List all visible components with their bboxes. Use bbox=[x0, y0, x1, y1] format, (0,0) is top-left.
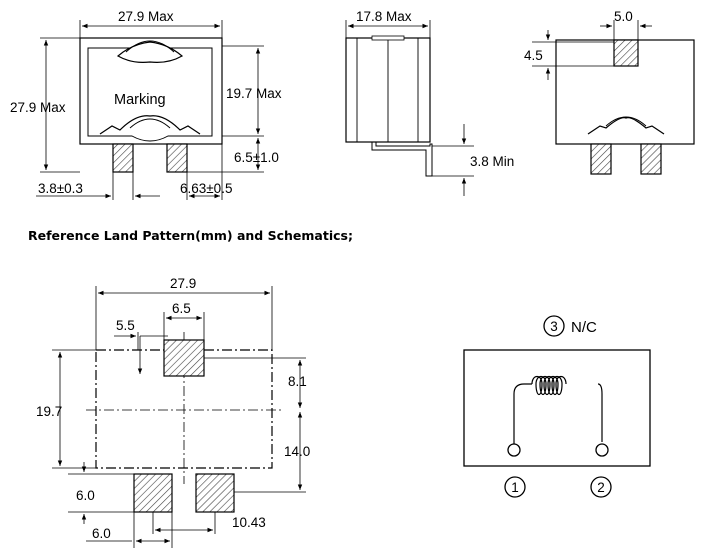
pin-2-circle bbox=[590, 476, 612, 498]
land-top-gap-label: 8.1 bbox=[288, 374, 307, 389]
land-height-label: 19.7 bbox=[36, 404, 62, 419]
top-view-right-pad-label: 6.63±0.5 bbox=[180, 181, 232, 196]
bottom-view-center-tab bbox=[613, 39, 639, 67]
land-pad-width-label: 6.0 bbox=[92, 526, 111, 541]
side-view bbox=[345, 20, 474, 196]
pin-3-number: 3 bbox=[550, 319, 558, 334]
land-pad-pitch-label: 10.43 bbox=[232, 515, 266, 530]
schematic bbox=[463, 315, 651, 498]
top-view-pad-left bbox=[112, 143, 134, 173]
top-view bbox=[36, 20, 264, 200]
side-view-width-label: 17.8 Max bbox=[356, 9, 412, 24]
top-view-inner-height-label: 19.7 Max bbox=[226, 86, 282, 101]
top-view-left-pad-label: 3.8±0.3 bbox=[38, 181, 83, 196]
top-view-clip bbox=[116, 41, 184, 63]
land-pad-spacing-label: 14.0 bbox=[284, 444, 310, 459]
pin-3-label: N/C bbox=[571, 319, 597, 336]
bottom-view-pad-left bbox=[590, 143, 612, 175]
top-view-clip-arc bbox=[125, 40, 175, 53]
inductor-coil bbox=[531, 375, 567, 396]
land-pad-3 bbox=[163, 339, 205, 377]
marking-label: Marking bbox=[114, 92, 166, 108]
land-pad-2 bbox=[195, 473, 235, 513]
bottom-view-clip bbox=[587, 117, 665, 135]
land-pad3-offset-label: 5.5 bbox=[116, 318, 135, 333]
pin-1-terminal bbox=[507, 443, 521, 457]
top-view-bottom-clip bbox=[99, 115, 201, 135]
bottom-view-tab-height-label: 4.5 bbox=[524, 48, 543, 63]
bottom-view-tab-width-label: 5.0 bbox=[614, 9, 633, 24]
bottom-view bbox=[532, 20, 695, 175]
pin-2-terminal bbox=[595, 443, 609, 457]
top-view-bottom-clip-arc bbox=[129, 118, 171, 129]
section-heading: Reference Land Pattern(mm) and Schematic… bbox=[28, 228, 353, 243]
land-pattern bbox=[52, 286, 306, 548]
top-view-width-label: 27.9 Max bbox=[118, 9, 174, 24]
pin-1-number: 1 bbox=[511, 480, 519, 495]
land-total-width-label: 27.9 bbox=[170, 276, 196, 291]
pin-3-circle bbox=[543, 315, 565, 337]
land-pad-height-label: 6.0 bbox=[76, 488, 95, 503]
side-view-lead-label: 3.8 Min bbox=[470, 154, 514, 169]
pin-1-circle bbox=[504, 476, 526, 498]
top-view-pad-right bbox=[166, 143, 188, 173]
pin-2-number: 2 bbox=[597, 480, 605, 495]
land-pad3-width-label: 6.5 bbox=[172, 301, 191, 316]
top-view-pad-height-label: 6.5±1.0 bbox=[234, 150, 279, 165]
top-view-height-label: 27.9 Max bbox=[10, 100, 66, 115]
side-view-lead bbox=[371, 142, 433, 177]
bottom-view-pad-right bbox=[640, 143, 662, 175]
schematic-box bbox=[463, 349, 651, 467]
land-pad-1 bbox=[133, 473, 173, 513]
